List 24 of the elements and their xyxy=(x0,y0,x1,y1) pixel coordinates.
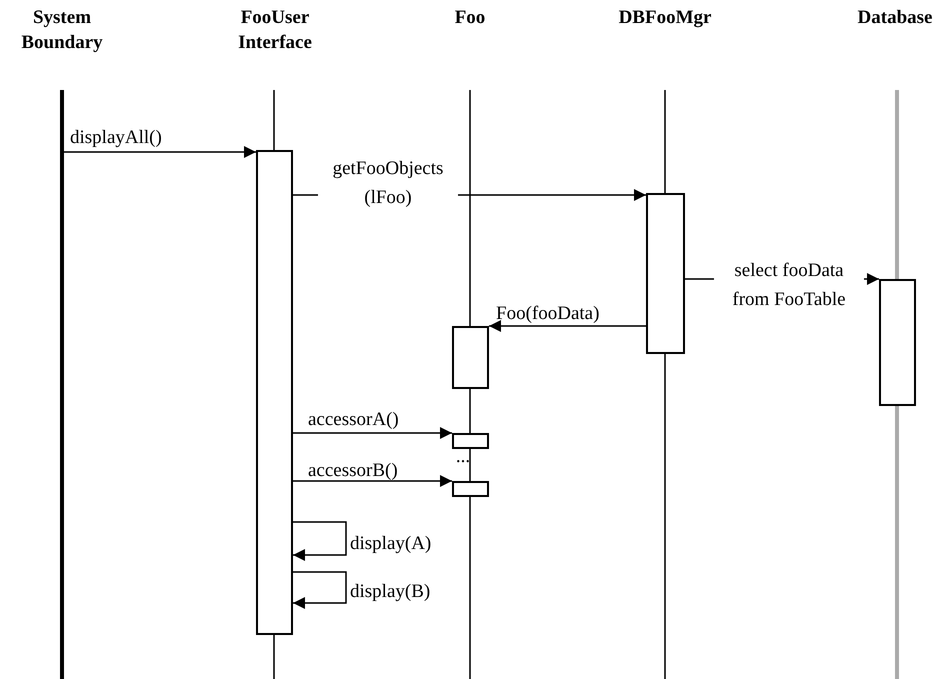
activation-bar xyxy=(256,150,293,635)
message-arrow xyxy=(293,475,452,487)
lifeline-header: Database xyxy=(843,6,947,34)
message-label: accessorB() xyxy=(308,459,399,483)
activation-bar xyxy=(646,193,685,354)
lifeline-header: DBFooMgr xyxy=(605,6,725,34)
activation-bar xyxy=(452,326,489,389)
message-label: accessorA() xyxy=(308,408,400,432)
message-label: Foo(fooData) xyxy=(496,302,600,326)
activation-bar xyxy=(452,433,489,449)
message-arrow xyxy=(64,146,256,158)
self-message-arrow xyxy=(293,521,347,561)
self-message-arrow xyxy=(293,571,347,609)
message-arrow xyxy=(489,320,646,332)
message-arrow xyxy=(293,427,452,439)
message-label: display(B) xyxy=(350,580,432,604)
activation-bar xyxy=(452,481,489,497)
message-label: displayAll() xyxy=(70,126,163,150)
lifeline-header: System Boundary xyxy=(2,6,122,62)
ellipsis-note: ... xyxy=(454,447,472,466)
activation-bar xyxy=(879,279,916,406)
message-label: display(A) xyxy=(350,532,432,556)
lifeline-header: FooUser Interface xyxy=(205,6,345,62)
lifeline-header: Foo xyxy=(420,6,520,34)
